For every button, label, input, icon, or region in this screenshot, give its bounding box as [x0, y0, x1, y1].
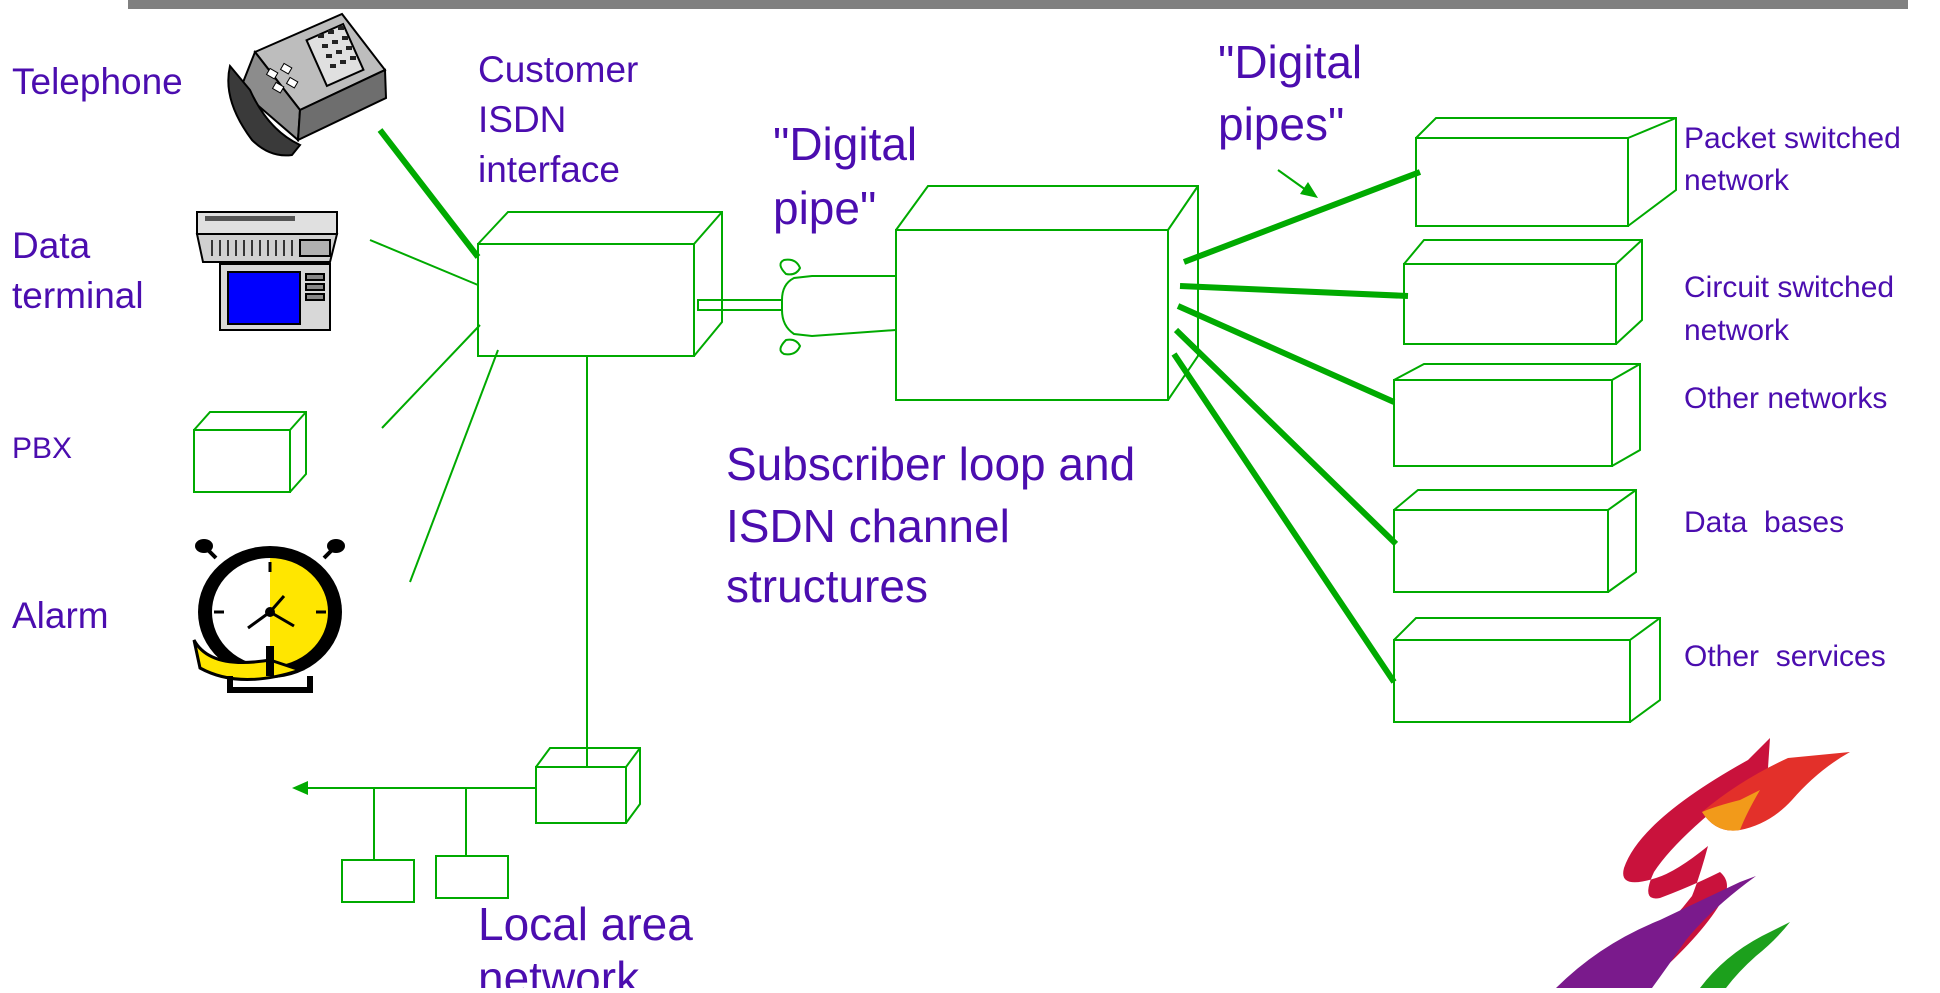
- terminal-line: [369, 239, 479, 286]
- label-loop-line-2: ISDN channel: [726, 500, 1010, 552]
- label-circuit-switched: Circuit switched network: [1684, 271, 1902, 347]
- label-packet-switched: Packet switched network: [1684, 122, 1909, 197]
- service-lines: [1171, 169, 1422, 684]
- label-circuit-line-1: Circuit switched: [1684, 271, 1894, 304]
- customer-interface-box: [477, 211, 723, 357]
- subscriber-pipe: [697, 258, 897, 356]
- label-digital-pipes: "Digital pipes": [1218, 36, 1375, 150]
- central-exchange-box: [895, 185, 1199, 401]
- label-circuit-line-2: network: [1684, 314, 1790, 347]
- label-digital-pipe: "Digital pipe": [773, 118, 930, 234]
- label-lan-line-2: network: [478, 952, 640, 988]
- service-box-packet: [1415, 117, 1677, 227]
- alarm-line: [409, 349, 499, 583]
- label-subscriber-loop: Subscriber loop and ISDN channel structu…: [726, 438, 1148, 612]
- telephone-line: [377, 128, 481, 259]
- label-data-terminal-line-2: terminal: [12, 275, 144, 316]
- digital-pipes-arrow: [1277, 169, 1318, 198]
- label-data-terminal-line-1: Data: [12, 225, 91, 266]
- label-local-area-network: Local area network: [478, 898, 706, 988]
- service-box-circuit: [1403, 239, 1643, 345]
- telephone-icon: [227, 12, 388, 157]
- label-other-services: Other services: [1684, 640, 1886, 673]
- label-digital-pipes-line-2: pipes": [1218, 98, 1344, 150]
- service-box-other-services: [1393, 617, 1661, 723]
- label-loop-line-3: structures: [726, 560, 928, 612]
- label-packet-line-1: Packet switched: [1684, 122, 1901, 155]
- label-digital-pipe-line-2: pipe": [773, 182, 876, 234]
- pbx-box: [193, 411, 307, 493]
- service-line-packet: [1182, 169, 1422, 265]
- lan-hub-box: [535, 747, 641, 824]
- label-interface-line-2: ISDN: [478, 99, 566, 140]
- label-interface-line-1: Customer: [478, 49, 638, 90]
- device-lines: [369, 128, 499, 583]
- text-labels: Telephone Data terminal PBX Alarm Custom…: [12, 36, 1909, 993]
- label-interface-line-3: interface: [478, 149, 620, 190]
- label-customer-interface: Customer ISDN interface: [478, 49, 649, 190]
- header-rule: [128, 0, 1908, 9]
- label-other-networks: Other networks: [1684, 382, 1887, 415]
- service-box-databases: [1393, 489, 1637, 593]
- service-line-circuit: [1179, 283, 1409, 299]
- label-digital-pipe-line-1: "Digital: [773, 118, 917, 170]
- label-data-terminal: Data terminal: [12, 225, 144, 316]
- data-terminal-icon: [195, 211, 339, 331]
- label-pbx: PBX: [12, 432, 72, 465]
- lan-node-2: [435, 855, 509, 899]
- lan-bus: [292, 781, 536, 860]
- s-logo: [1556, 738, 1850, 988]
- service-line-other-services: [1171, 352, 1397, 684]
- label-packet-line-2: network: [1684, 164, 1790, 197]
- lan-node-1: [341, 859, 415, 903]
- label-databases: Data bases: [1684, 506, 1844, 539]
- service-line-databases: [1173, 327, 1399, 547]
- label-lan-line-1: Local area: [478, 898, 693, 950]
- pbx-line: [381, 324, 481, 429]
- label-alarm: Alarm: [12, 595, 109, 636]
- alarm-clock-icon: [192, 539, 345, 693]
- label-loop-line-1: Subscriber loop and: [726, 438, 1135, 490]
- label-telephone: Telephone: [12, 61, 183, 102]
- label-digital-pipes-line-1: "Digital: [1218, 36, 1362, 88]
- service-line-other-networks: [1176, 303, 1396, 405]
- service-box-other-networks: [1393, 363, 1641, 467]
